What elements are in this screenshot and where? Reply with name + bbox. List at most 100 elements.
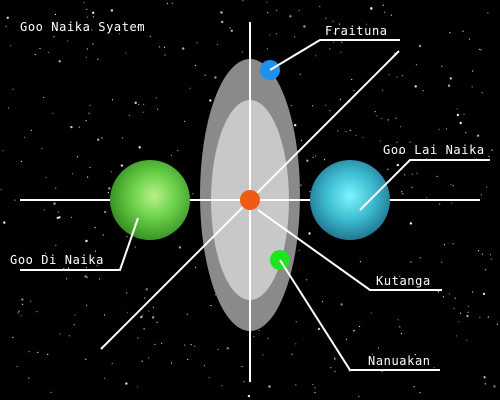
star	[126, 311, 128, 313]
star	[97, 58, 99, 60]
star	[39, 47, 41, 50]
star	[438, 128, 440, 130]
star	[452, 185, 454, 187]
kutanga-leader-line	[257, 209, 442, 291]
star	[387, 119, 389, 121]
star	[482, 292, 486, 296]
star	[108, 187, 111, 190]
star	[345, 131, 347, 133]
star	[22, 303, 24, 305]
star	[471, 86, 473, 88]
star	[396, 141, 398, 143]
star	[30, 129, 32, 131]
star	[401, 191, 403, 193]
star	[85, 358, 87, 360]
star	[149, 35, 151, 38]
star	[99, 278, 101, 280]
star	[454, 297, 456, 299]
star	[88, 112, 90, 114]
star	[166, 2, 168, 5]
star	[453, 307, 455, 309]
star	[59, 333, 61, 335]
star	[466, 339, 468, 341]
star	[86, 304, 88, 306]
star	[439, 203, 441, 205]
star	[413, 386, 415, 388]
star	[319, 5, 321, 8]
star	[459, 121, 462, 125]
star	[359, 325, 361, 328]
star	[411, 173, 413, 175]
star	[381, 89, 384, 91]
star	[92, 43, 94, 45]
star	[170, 154, 172, 156]
star	[171, 2, 173, 4]
star	[384, 11, 386, 13]
star	[295, 321, 297, 323]
star	[101, 137, 103, 139]
star	[226, 347, 229, 350]
star	[87, 176, 89, 178]
star	[332, 20, 334, 22]
star	[388, 74, 390, 76]
star	[195, 266, 197, 268]
star	[458, 321, 460, 323]
star	[445, 128, 448, 130]
star	[155, 97, 157, 99]
star	[214, 294, 216, 296]
star	[68, 335, 70, 337]
star	[419, 392, 421, 394]
star	[396, 76, 398, 78]
star	[290, 104, 292, 107]
star	[436, 175, 438, 177]
star	[314, 392, 316, 394]
star	[253, 335, 255, 338]
star	[479, 316, 481, 318]
star	[134, 101, 137, 105]
star	[449, 77, 452, 80]
star	[144, 297, 146, 299]
diagram-title: Goo Naika Syatem	[20, 20, 145, 34]
star	[416, 172, 418, 174]
star	[410, 261, 412, 263]
star	[415, 64, 417, 66]
star	[496, 323, 498, 325]
star	[306, 279, 308, 281]
star	[89, 166, 91, 168]
star	[194, 64, 196, 67]
star	[345, 338, 347, 340]
star	[312, 384, 314, 386]
star	[187, 358, 189, 361]
star	[404, 174, 406, 176]
star	[300, 139, 303, 141]
star	[86, 48, 88, 50]
star	[481, 92, 483, 94]
star	[351, 78, 353, 81]
star	[247, 394, 251, 398]
star	[214, 76, 217, 79]
star	[142, 111, 144, 113]
star	[6, 16, 9, 19]
star	[414, 85, 417, 88]
star	[266, 48, 268, 50]
star	[97, 138, 100, 141]
star	[298, 9, 300, 11]
star	[36, 311, 38, 313]
star	[94, 250, 96, 252]
star	[221, 385, 223, 387]
star	[16, 365, 18, 368]
star	[472, 70, 474, 72]
star	[67, 40, 69, 42]
star	[488, 156, 490, 158]
star	[220, 11, 223, 14]
star	[230, 29, 233, 32]
star	[190, 344, 192, 346]
star	[63, 268, 65, 270]
star	[329, 110, 331, 112]
star	[21, 298, 24, 301]
star	[317, 327, 321, 331]
star	[47, 353, 49, 355]
star	[18, 310, 20, 312]
star	[437, 291, 439, 293]
